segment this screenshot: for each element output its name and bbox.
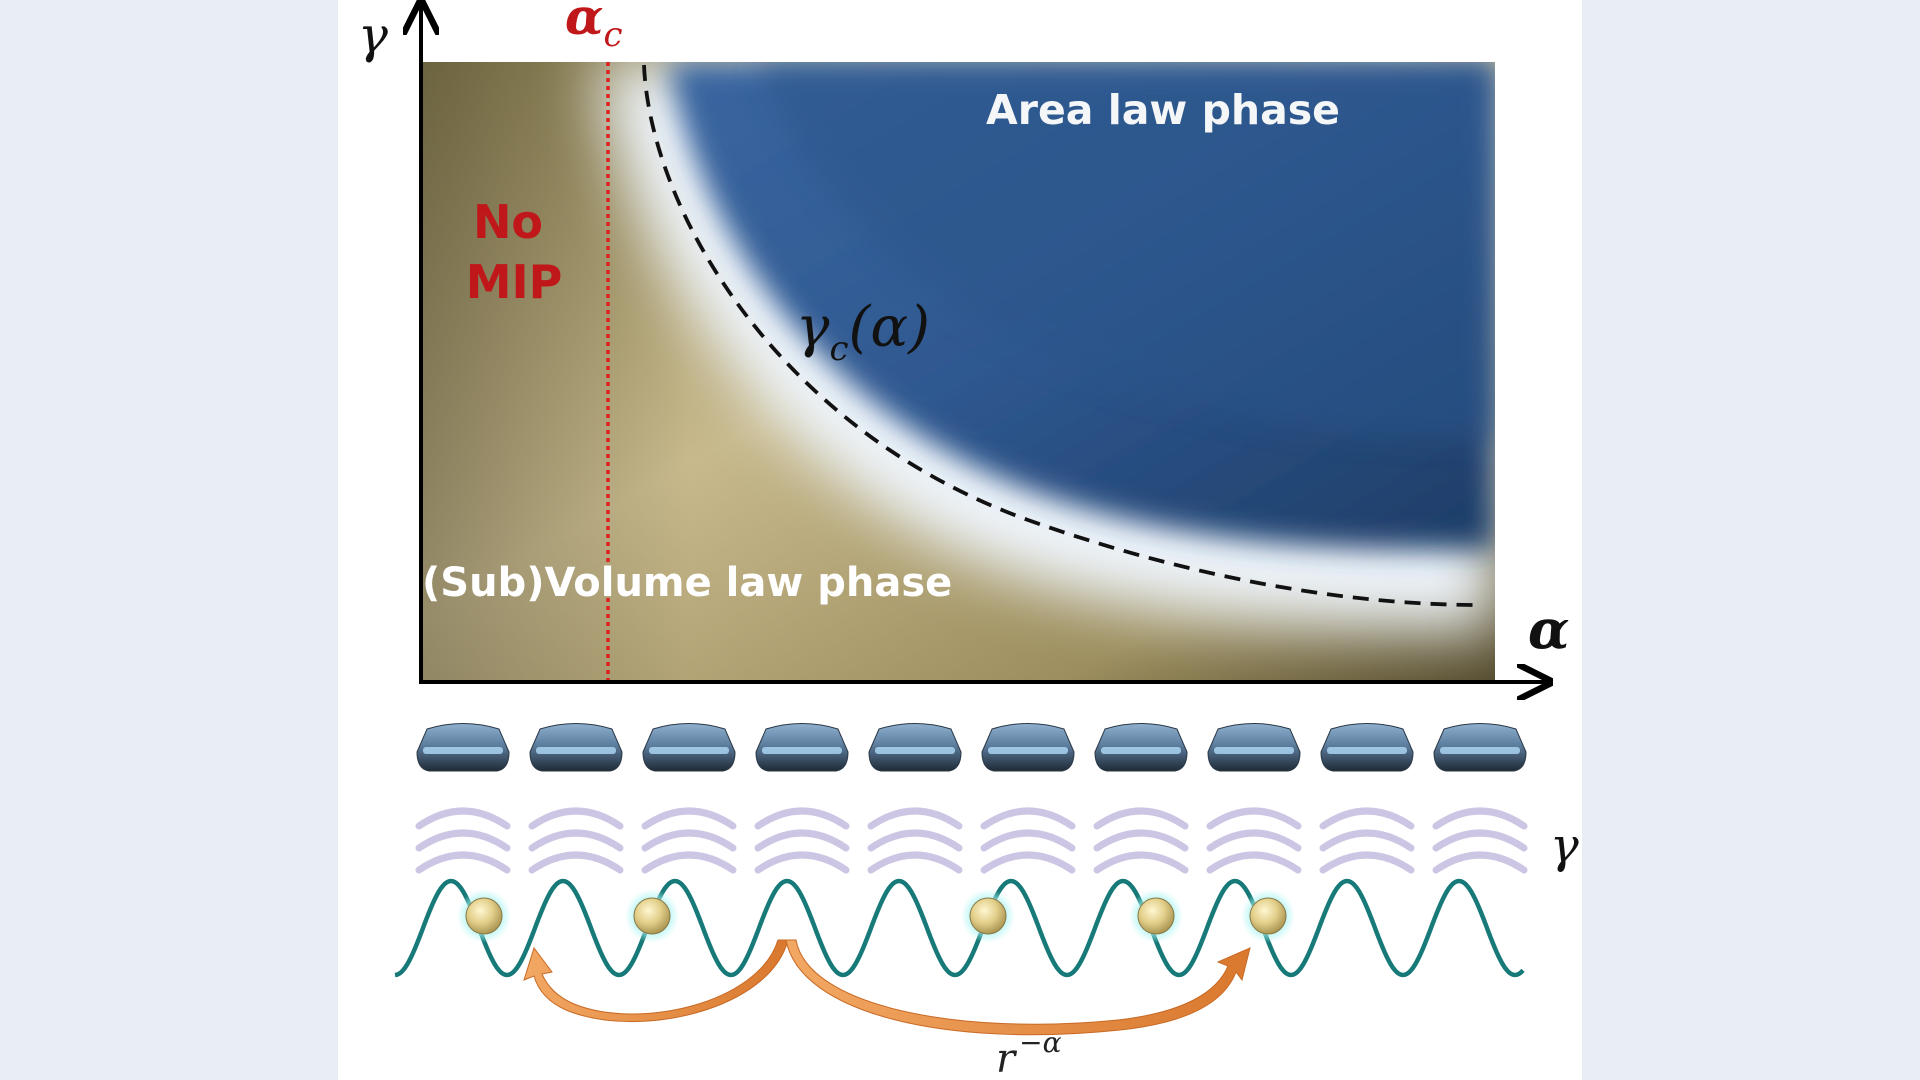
measurement-device-icon [755, 723, 849, 772]
phase-diagram-svg: γ α αc Area law phase (Sub)Volume law ph… [358, 0, 1579, 1080]
boundary-label: γc(α) [796, 295, 930, 369]
measurement-wave-icon [1432, 807, 1528, 874]
measurement-device-icon [868, 723, 962, 772]
measurement-device-icon [981, 723, 1075, 772]
no-mip-label-line2: MIP [466, 255, 563, 309]
hopping-base: r [996, 1036, 1018, 1080]
no-mip-label-line1: No [473, 195, 543, 249]
hopping-arrow-icon [785, 939, 1251, 1036]
critical-alpha-symbol: α [565, 0, 603, 46]
optical-lattice-wave [394, 878, 1525, 978]
atom-icon [457, 889, 511, 943]
measurement-device-icon [1433, 723, 1527, 772]
hopping-label: r−α [996, 1026, 1062, 1080]
atom-row [457, 889, 1295, 943]
measurement-device-icon [1320, 723, 1414, 772]
plot-area [421, 62, 1495, 680]
measurement-device-row [416, 723, 1527, 772]
measurement-wave-icon [1093, 807, 1189, 874]
measurement-wave-icon [641, 807, 737, 874]
atom-icon [1241, 889, 1295, 943]
critical-alpha-subscript: c [603, 15, 622, 55]
measurement-wave-icon [1206, 807, 1302, 874]
boundary-argument: (α) [849, 295, 931, 360]
y-axis-label: γ [358, 6, 388, 64]
measurement-rate-label: γ [1550, 818, 1579, 874]
measurement-wave-icon [980, 807, 1076, 874]
measurement-device-icon [416, 723, 510, 772]
measurement-wave-icon [754, 807, 850, 874]
measurement-device-icon [642, 723, 736, 772]
boundary-gamma: γ [796, 295, 830, 360]
measurement-device-icon [529, 723, 623, 772]
measurement-wave-icon [1319, 807, 1415, 874]
measurement-device-icon [1207, 723, 1301, 772]
critical-alpha-label: αc [565, 0, 623, 55]
phase-diagram-figure: γ α αc Area law phase (Sub)Volume law ph… [338, 0, 1582, 1080]
area-law-label: Area law phase [986, 86, 1340, 134]
hopping-arrows [523, 939, 1251, 1036]
hopping-arrow-icon [523, 939, 789, 1022]
measurement-wave-icon [867, 807, 963, 874]
x-axis-label: α [1528, 597, 1570, 661]
atom-icon [625, 889, 679, 943]
measurement-wave-icon [415, 807, 511, 874]
area-law-core [758, 62, 1495, 440]
atom-icon [1129, 889, 1183, 943]
measurement-wave-row [415, 807, 1528, 874]
atom-icon [961, 889, 1015, 943]
hopping-exponent: −α [1019, 1026, 1061, 1059]
volume-law-label: (Sub)Volume law phase [422, 560, 952, 606]
measurement-device-icon [1094, 723, 1188, 772]
measurement-wave-icon [528, 807, 624, 874]
boundary-subscript: c [829, 329, 848, 369]
